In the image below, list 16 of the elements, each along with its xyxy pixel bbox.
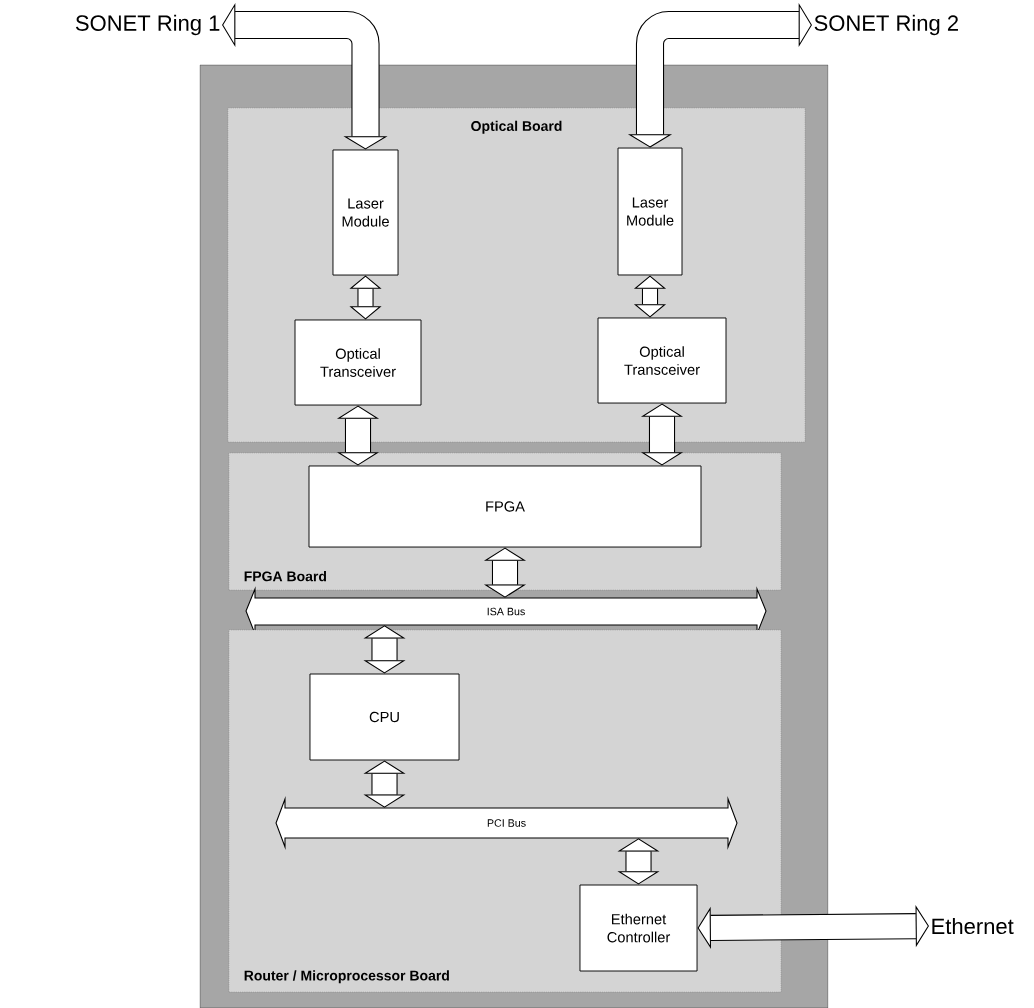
component-box: CPU (309, 673, 460, 761)
component-box: Ethernet Controller (579, 884, 698, 972)
block-arrow (617, 838, 660, 885)
component-box: Optical Transceiver (294, 319, 422, 406)
block-arrow (349, 275, 382, 320)
component-box: Optical Transceiver (597, 317, 727, 404)
block-arrow (697, 905, 929, 949)
block-arrow (640, 403, 684, 466)
port-label: SONET Ring 1 (75, 14, 220, 36)
block-arrow (483, 547, 527, 598)
block-arrow (363, 760, 406, 808)
block-arrow (363, 625, 406, 674)
port-label: Ethernet (932, 917, 1014, 935)
block-arrow (336, 405, 380, 466)
block-arrow (633, 275, 667, 318)
port-label: SONET Ring 2 (814, 14, 958, 36)
